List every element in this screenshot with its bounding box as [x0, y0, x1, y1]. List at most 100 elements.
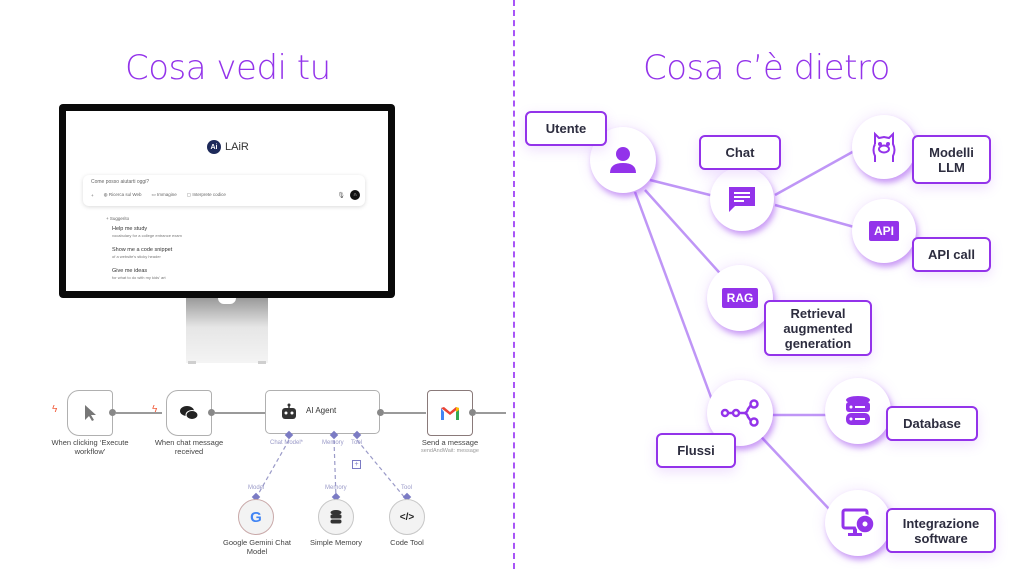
edge-chat-api [774, 203, 866, 232]
title-left: Cosa vedi tu [125, 48, 331, 88]
suggestion-item[interactable]: Give me ideas for what to do with my kid… [112, 268, 166, 280]
port-label-memory: Memory [322, 440, 344, 446]
suggestion-title: Give me ideas [112, 268, 148, 274]
port-label-chat-model: Chat Model* [270, 440, 304, 446]
software-install-icon [841, 508, 875, 536]
edge-flussi-integrazione [749, 424, 831, 511]
add-tool-button[interactable]: + [352, 460, 361, 469]
monitor-foot [188, 361, 196, 364]
code-box-icon: ▢ [186, 192, 193, 197]
suggestion-item[interactable]: Show me a code snippet of a website's st… [112, 247, 172, 259]
connection-line [476, 412, 506, 414]
node-gemini[interactable]: G [238, 499, 274, 535]
node-gemini-label: Google Gemini Chat Model [223, 538, 291, 556]
label-integrazione: Integrazione software [886, 508, 996, 553]
mic-icon[interactable]: 🎙 [337, 193, 345, 199]
database-icon [330, 510, 342, 524]
monitor-stand-notch [218, 298, 236, 304]
tool-connection [356, 439, 406, 499]
voice-button[interactable]: ∩ [350, 190, 360, 200]
connection-line [116, 412, 162, 414]
port-label-memory-sub: Memory [325, 485, 347, 491]
monitor-foot [258, 361, 266, 364]
prompt-tools: + ◍ Ricerca sul Web ▭ Immagine ▢ Interpr… [91, 192, 226, 198]
label-flussi: Flussi [656, 433, 736, 468]
node-code-tool[interactable]: </> [389, 499, 425, 535]
output-dot[interactable] [377, 409, 384, 416]
google-icon: G [250, 508, 262, 526]
node-gmail-sub: sendAndWait: message [421, 448, 479, 454]
node-memory[interactable] [318, 499, 354, 535]
code-icon: </> [399, 511, 415, 523]
node-api[interactable]: API [852, 199, 916, 263]
gmail-icon [441, 406, 459, 420]
monitor: Ai LAiR Come posso aiutarti oggi? + ◍ Ri… [59, 104, 395, 298]
suggestion-title: Help me study [112, 226, 148, 232]
suggestion-subtitle: vocabulary for a college entrance exam [112, 233, 182, 238]
node-gmail-label: Send a message [421, 438, 479, 447]
prompt-box[interactable]: Come posso aiutarti oggi? + ◍ Ricerca su… [83, 175, 365, 206]
node-manual-trigger[interactable] [67, 390, 113, 436]
node-chat-trigger-label: When chat message received [154, 438, 224, 456]
node-integrazione[interactable] [825, 490, 891, 556]
llama-icon [872, 131, 896, 162]
suggestions-label: + Suggerito [106, 216, 130, 221]
web-search-button[interactable]: ◍ Ricerca sul Web [103, 192, 142, 197]
label-rag: Retrieval augmented generation [764, 300, 872, 356]
node-database[interactable] [825, 378, 891, 444]
edge-utente-flussi [633, 191, 714, 401]
lair-brand: LAiR [225, 141, 249, 153]
robot-icon [282, 403, 296, 419]
chat-message-icon [729, 187, 755, 212]
node-modelli[interactable] [852, 115, 916, 179]
headphones-icon: ∩ [353, 192, 357, 198]
suggestion-title: Show me a code snippet [112, 247, 173, 253]
node-memory-label: Simple Memory [309, 538, 363, 547]
edge-chat-modelli [774, 143, 866, 197]
api-tag-icon: API [868, 221, 899, 241]
node-rag[interactable]: RAG [707, 265, 773, 331]
suggestion-subtitle: for what to do with my kids' art [112, 275, 166, 280]
label-utente: Utente [525, 111, 607, 146]
monitor-stand [186, 298, 268, 363]
add-button[interactable]: + [91, 192, 94, 198]
code-interpreter-button[interactable]: ▢ Interprete codice [186, 192, 226, 197]
cursor-icon [85, 405, 96, 421]
output-dot[interactable] [208, 409, 215, 416]
suggestion-item[interactable]: Help me study vocabulary for a college e… [112, 226, 182, 238]
output-dot[interactable] [469, 409, 476, 416]
ai-agent-label: AI Agent [306, 406, 337, 415]
label-api: API call [912, 237, 991, 272]
connection-line [384, 412, 426, 414]
prompt-input[interactable]: Come posso aiutarti oggi? [91, 179, 150, 185]
memory-connection [333, 439, 337, 499]
trigger-bolt-icon: ϟ [152, 404, 158, 415]
workflow-flow-icon [720, 399, 759, 427]
node-gmail[interactable] [427, 390, 473, 436]
label-modelli: Modelli LLM [912, 135, 991, 184]
port-label-tool: Tool [351, 440, 363, 446]
node-ai-agent[interactable]: AI Agent [265, 390, 380, 434]
node-code-tool-label: Code Tool [390, 538, 424, 547]
chat-bubbles-icon [180, 406, 199, 420]
label-chat: Chat [699, 135, 781, 170]
image-icon: ▭ [151, 192, 158, 197]
label-database: Database [886, 406, 978, 441]
user-icon [610, 147, 636, 173]
image-button[interactable]: ▭ Immagine [151, 192, 177, 197]
monitor-screen: Ai LAiR Come posso aiutarti oggi? + ◍ Ri… [66, 111, 388, 291]
section-divider [513, 0, 515, 569]
output-dot[interactable] [109, 409, 116, 416]
suggestion-subtitle: of a website's sticky header [112, 254, 161, 259]
trigger-bolt-icon: ϟ [52, 404, 58, 415]
globe-icon: ◍ [103, 192, 109, 197]
database-server-icon [846, 396, 870, 425]
title-right: Cosa c’è dietro [643, 48, 890, 88]
node-manual-trigger-label: When clicking ‘Execute workflow’ [51, 438, 129, 456]
lair-logo-icon: Ai [207, 140, 221, 154]
rag-tag-icon: RAG [721, 288, 759, 308]
node-chat[interactable] [710, 167, 774, 231]
node-chat-trigger[interactable] [166, 390, 212, 436]
